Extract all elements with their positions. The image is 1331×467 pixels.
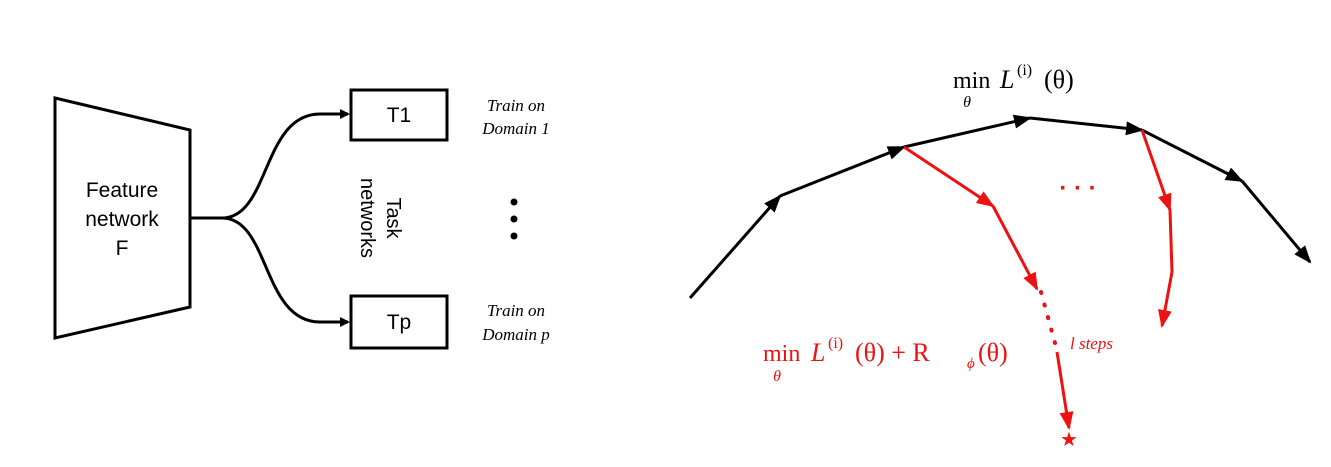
right-panel: min θ L (i) (θ) ★ (688, 62, 1312, 451)
meta2-step-2 (1168, 209, 1174, 273)
meta-objective-expr: L (810, 338, 825, 367)
meta1-step-4 (1055, 351, 1074, 430)
top-objective: min θ L (i) (θ) (953, 62, 1074, 111)
t1-caption-line1: Train on (487, 96, 545, 115)
top-objective-sub: θ (963, 94, 971, 111)
task-networks-label-2: networks (356, 178, 378, 258)
task-node-tp (349, 294, 449, 350)
left-panel: Feature network F T1 Tp Task networks Tr… (53, 88, 550, 350)
connector-to-t1 (221, 109, 350, 220)
meta2-step-3 (1158, 271, 1174, 328)
main-trajectory (688, 114, 1312, 299)
meta1-step-1 (903, 145, 995, 208)
task-networks-label-1: Task (382, 197, 404, 239)
main-step-2 (779, 145, 906, 198)
meta-objective-reg-sub: ϕ (967, 356, 975, 372)
horizontal-ellipsis: · · · (1059, 175, 1096, 202)
top-objective-sup: (i) (1017, 62, 1032, 79)
main-step-6 (1240, 180, 1312, 264)
meta-objective-sub: θ (773, 368, 781, 385)
main-step-4 (1029, 116, 1144, 136)
meta-end-star: ★ (1060, 429, 1078, 451)
main-step-1 (688, 194, 782, 299)
feature-network-label-3: F (116, 237, 129, 260)
meta-objective-reg-arg: (θ) (978, 338, 1008, 367)
meta2-step-1 (1140, 129, 1172, 212)
t1-caption-line2: Domain 1 (481, 119, 550, 138)
feature-network-label-1: Feature (86, 179, 158, 202)
vertical-ellipsis (510, 198, 518, 240)
feature-network-label-2: network (85, 208, 159, 231)
meta-objective-min: min (763, 341, 800, 367)
top-objective-expr: L (999, 65, 1014, 94)
meta-trajectory-1 (903, 145, 1074, 430)
connector-to-tp (221, 216, 350, 327)
meta-trajectory-2 (1140, 129, 1174, 328)
meta1-step-2 (991, 205, 1039, 291)
main-step-3 (903, 114, 1032, 149)
meta1-step-3 (1039, 290, 1057, 345)
steps-label: l steps (1070, 334, 1113, 353)
task-networks-label: Task networks (356, 178, 404, 258)
meta-objective-sup: (i) (828, 335, 843, 352)
task-node-tp-label: Tp (387, 311, 412, 334)
main-step-5 (1141, 128, 1244, 183)
task-node-t1-label: T1 (387, 104, 412, 127)
top-objective-min: min (953, 68, 990, 94)
tp-caption-line2: Domain p (481, 325, 550, 344)
task-node-t1 (349, 88, 449, 142)
feature-network-shape (53, 96, 192, 340)
meta-objective: min θ L (i) (θ) + R ϕ (θ) (763, 335, 1008, 385)
tp-caption-line1: Train on (487, 301, 545, 320)
top-objective-arg: (θ) (1044, 65, 1074, 94)
meta-objective-arg: (θ) + R (855, 338, 930, 367)
